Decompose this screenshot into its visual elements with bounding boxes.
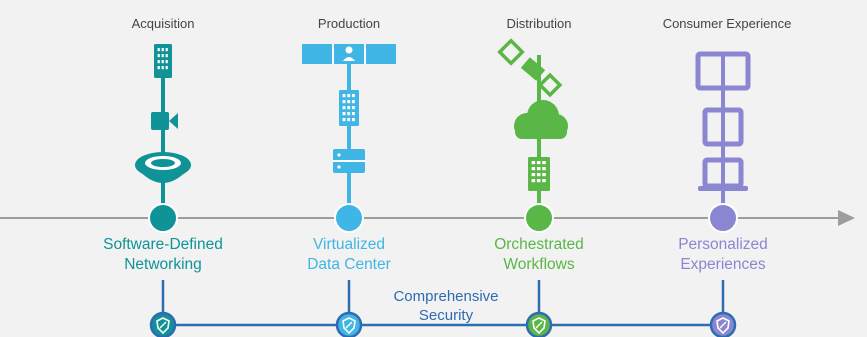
pillar-label-personalized-experiences: Personalized Experiences bbox=[633, 235, 813, 275]
pillar-label-line1: Virtualized bbox=[312, 236, 386, 253]
stadium-icon bbox=[135, 152, 191, 183]
pillar-label-software-defined-networking: Software-Defined Networking bbox=[73, 235, 253, 275]
laptop-icon bbox=[698, 157, 748, 191]
pillar-label-line2: Workflows bbox=[503, 256, 575, 273]
pillar-label-line2: Experiences bbox=[680, 256, 766, 273]
pillar-label-line1: Orchestrated bbox=[494, 236, 584, 253]
shield-icon bbox=[525, 311, 553, 337]
timeline-node bbox=[708, 203, 738, 233]
satellite-icon bbox=[497, 38, 563, 98]
building-icon bbox=[154, 44, 172, 78]
pillar-label-line1: Personalized bbox=[678, 236, 768, 253]
pillar-label-line1: Software-Defined bbox=[103, 236, 223, 253]
pillar-label-line2: Data Center bbox=[307, 256, 391, 273]
monitor-icon bbox=[695, 51, 751, 91]
tablet-icon bbox=[702, 107, 744, 147]
shield-icon bbox=[335, 311, 363, 337]
stage-title-consumer-experience: Consumer Experience bbox=[662, 16, 792, 31]
stage-title-production: Production bbox=[317, 16, 381, 31]
timeline-node bbox=[524, 203, 554, 233]
server-icon bbox=[333, 149, 365, 173]
media-strip-icon bbox=[302, 44, 396, 64]
pillar-label-virtualized-data-center: Virtualized Data Center bbox=[259, 235, 439, 275]
pillar-label-line2: Networking bbox=[124, 256, 202, 273]
stage-title-distribution: Distribution bbox=[506, 16, 572, 31]
stage-title-acquisition: Acquisition bbox=[131, 16, 195, 31]
pillar-label-orchestrated-workflows: Orchestrated Workflows bbox=[449, 235, 629, 275]
video-camera-icon bbox=[151, 112, 178, 130]
building-icon bbox=[528, 157, 550, 191]
security-label-line1: Comprehensive bbox=[393, 288, 499, 305]
timeline-arrowhead-icon bbox=[838, 210, 855, 226]
timeline-node bbox=[148, 203, 178, 233]
security-label-line2: Security bbox=[418, 307, 474, 324]
timeline-node bbox=[334, 203, 364, 233]
cloud-icon bbox=[514, 100, 568, 139]
building-icon bbox=[339, 90, 359, 126]
shield-icon bbox=[709, 311, 737, 337]
security-label: Comprehensive Security bbox=[356, 287, 536, 325]
shield-icon bbox=[149, 311, 177, 337]
